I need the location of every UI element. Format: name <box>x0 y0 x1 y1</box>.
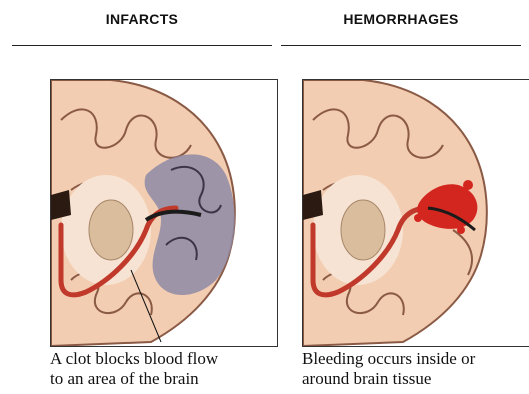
hemorrhages-heading: HEMORRHAGES <box>281 11 521 27</box>
infarct-illustration-panel <box>50 79 278 347</box>
infarcts-heading: INFARCTS <box>12 11 272 27</box>
hemorrhage-illustration-panel <box>302 79 529 347</box>
hemorrhage-spot <box>457 226 465 234</box>
hemorrhage-caption: Bleeding occurs inside or around brain t… <box>302 349 475 389</box>
basal-ganglia <box>89 200 133 260</box>
right-divider <box>281 45 521 46</box>
hemorrhage-caption-line2: around brain tissue <box>302 369 475 389</box>
infarct-caption-line2: to an area of the brain <box>50 369 218 389</box>
ventricle <box>303 190 323 220</box>
hemorrhage-spot <box>463 180 473 190</box>
basal-ganglia <box>341 200 385 260</box>
hemorrhage-brain-illustration <box>303 80 529 346</box>
hemorrhage-caption-line1: Bleeding occurs inside or <box>302 349 475 369</box>
infarct-caption: A clot blocks blood flow to an area of t… <box>50 349 218 389</box>
infarct-brain-illustration <box>51 80 277 346</box>
left-divider <box>12 45 272 46</box>
hemorrhage-spot <box>414 214 422 222</box>
ventricle <box>51 190 71 220</box>
infarct-caption-line1: A clot blocks blood flow <box>50 349 218 369</box>
